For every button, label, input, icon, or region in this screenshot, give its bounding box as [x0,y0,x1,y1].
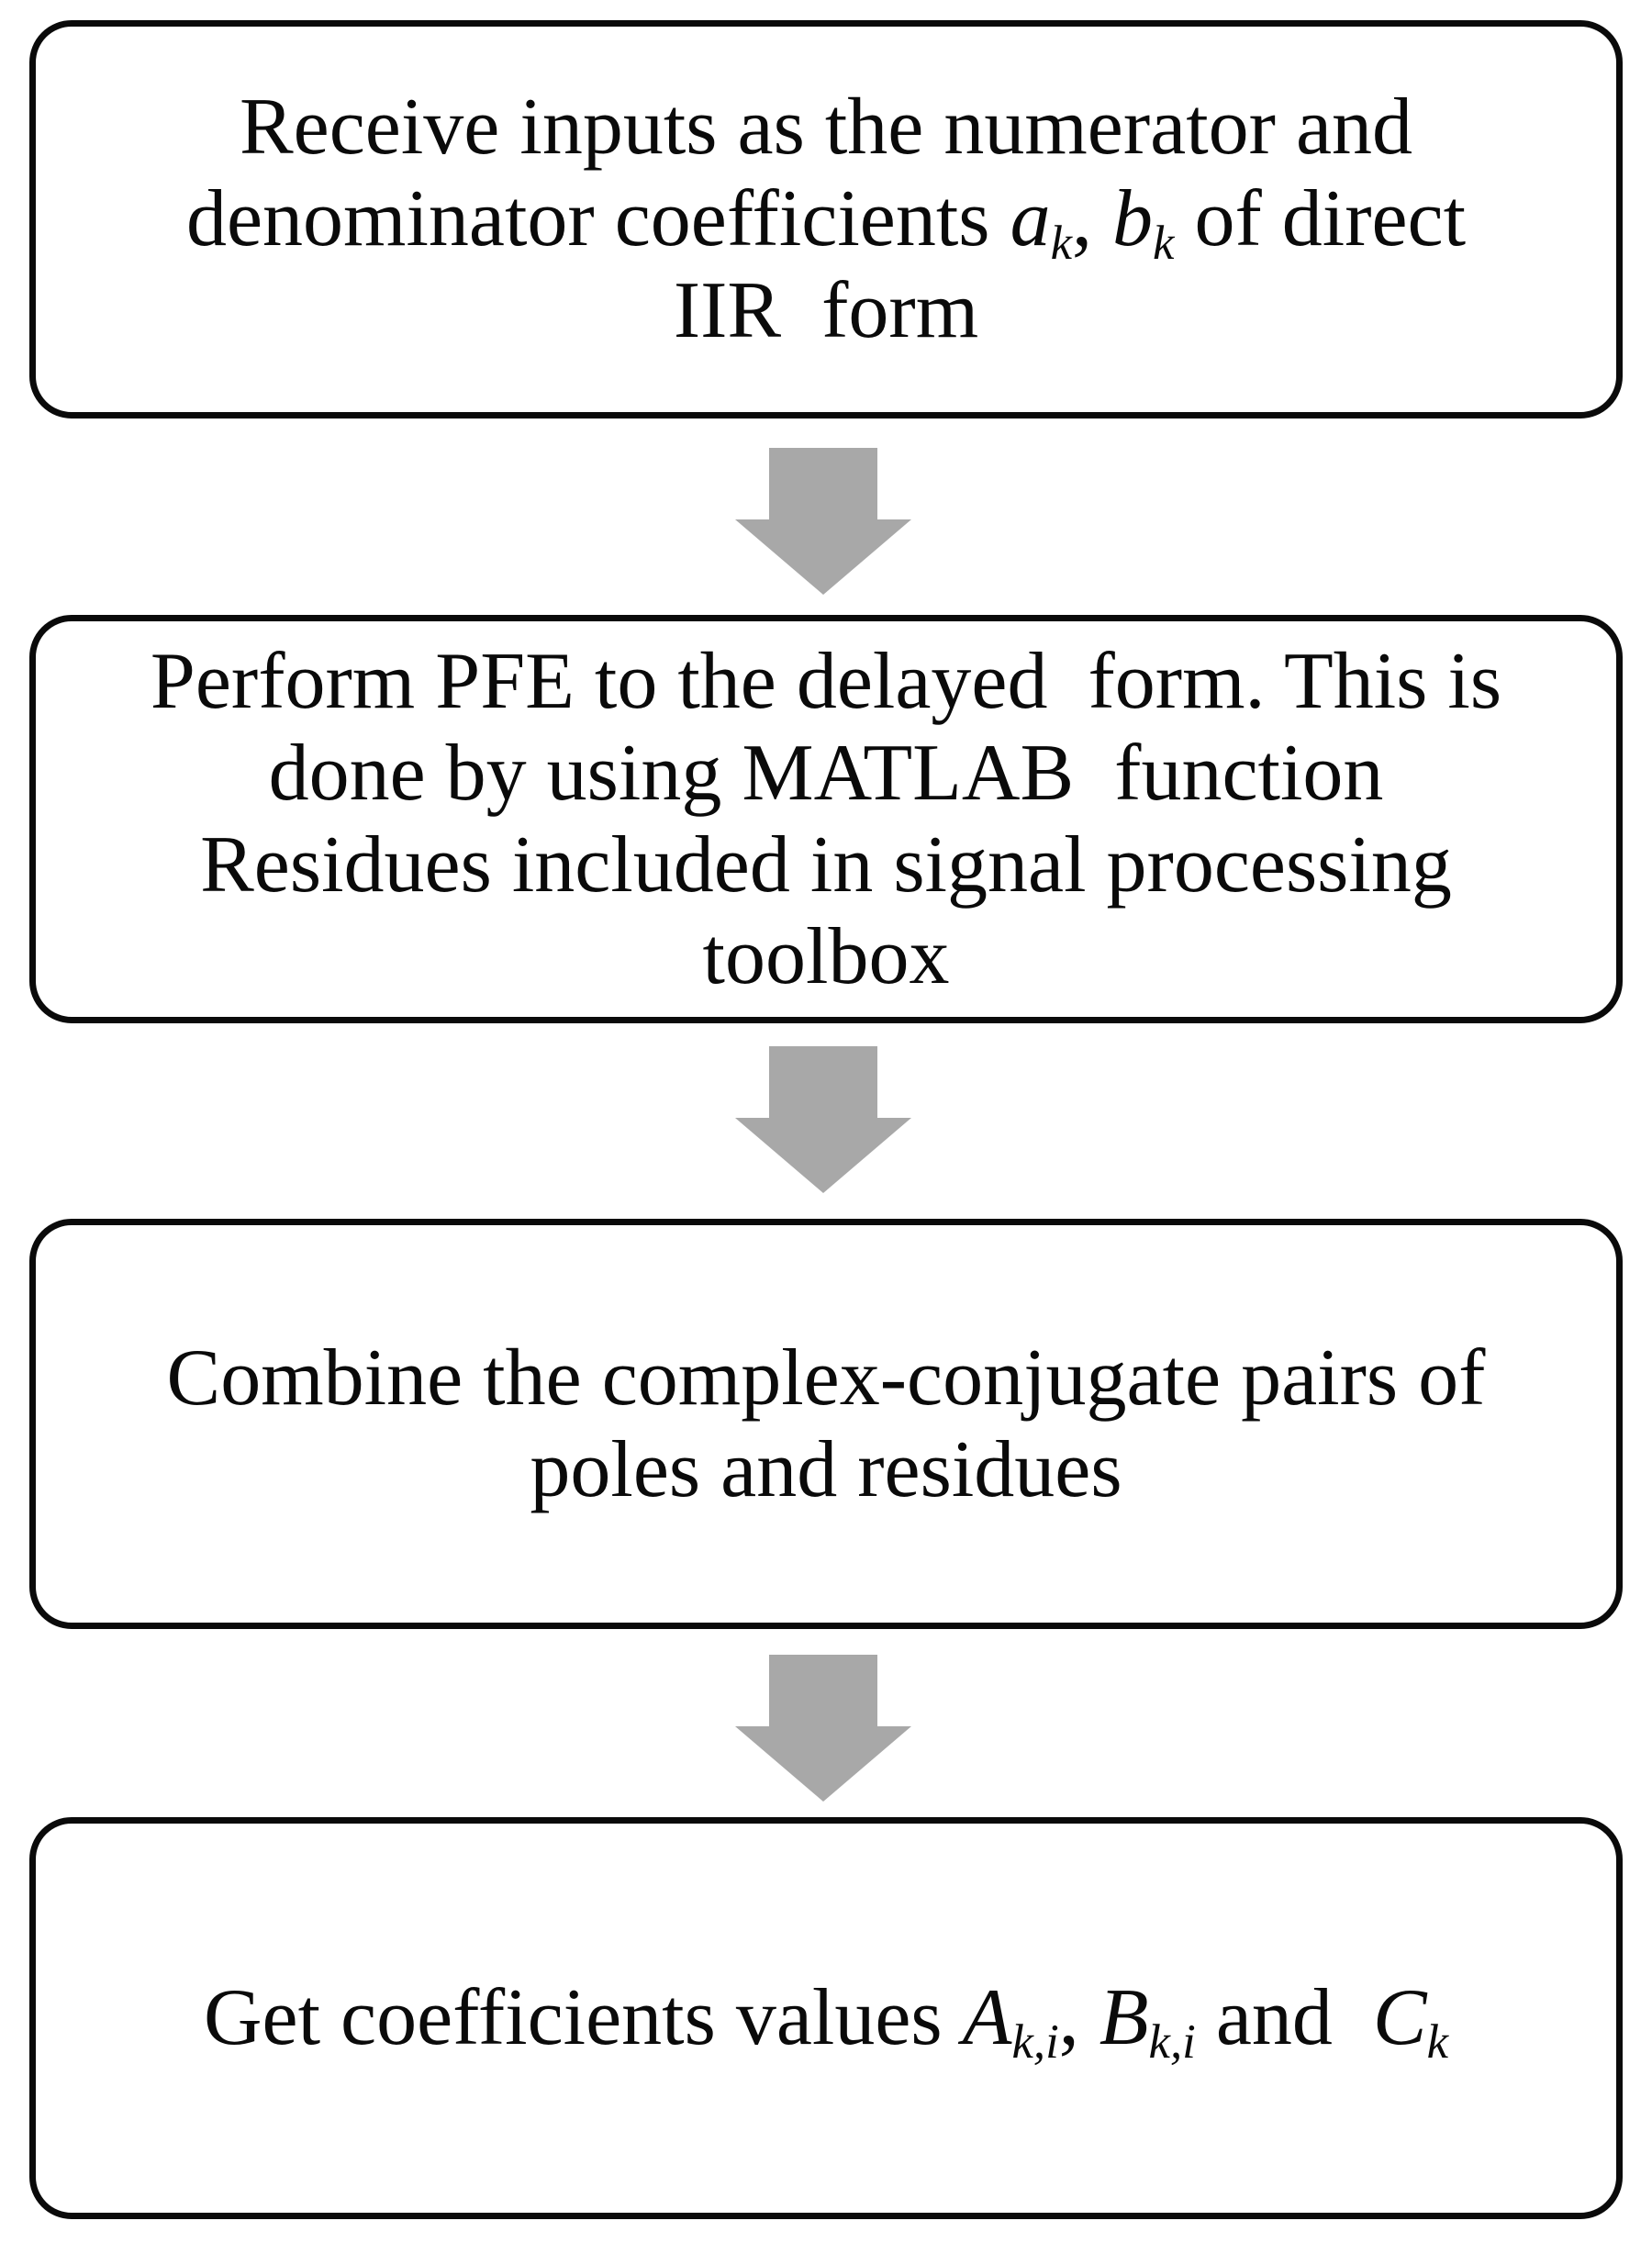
flow-step-get-coefficients: Get coefficients values Ak,i, Bk,i and C… [29,1817,1623,2219]
flow-step-text-line: Residues included in signal processing [200,820,1452,909]
flow-step-text-line: Perform PFE to the delayed form. This is [150,636,1502,726]
down-arrow-icon [735,448,911,595]
flow-step-text-line: done by using MATLAB function [268,728,1384,818]
flow-step-text-line: Receive inputs as the numerator and [239,83,1413,172]
flow-step-text-line: IIR form [673,266,979,355]
down-arrow-shape [735,1046,911,1193]
down-arrow-shape [735,1655,911,1802]
down-arrow-icon [735,1046,911,1193]
down-arrow-shape [735,448,911,595]
flow-step-text-line: Combine the complex-conjugate pairs of [166,1333,1486,1423]
flow-step-text-line: Get coefficients values Ak,i, Bk,i and C… [203,1973,1449,2069]
flow-step-perform-pfe: Perform PFE to the delayed form. This is… [29,615,1623,1023]
flow-step-text-line: poles and residues [530,1424,1122,1514]
down-arrow-icon [735,1655,911,1802]
flow-step-text-line: denominator coefficients ak, bk of direc… [185,174,1467,270]
flow-step-text-line: toolbox [702,911,950,1001]
